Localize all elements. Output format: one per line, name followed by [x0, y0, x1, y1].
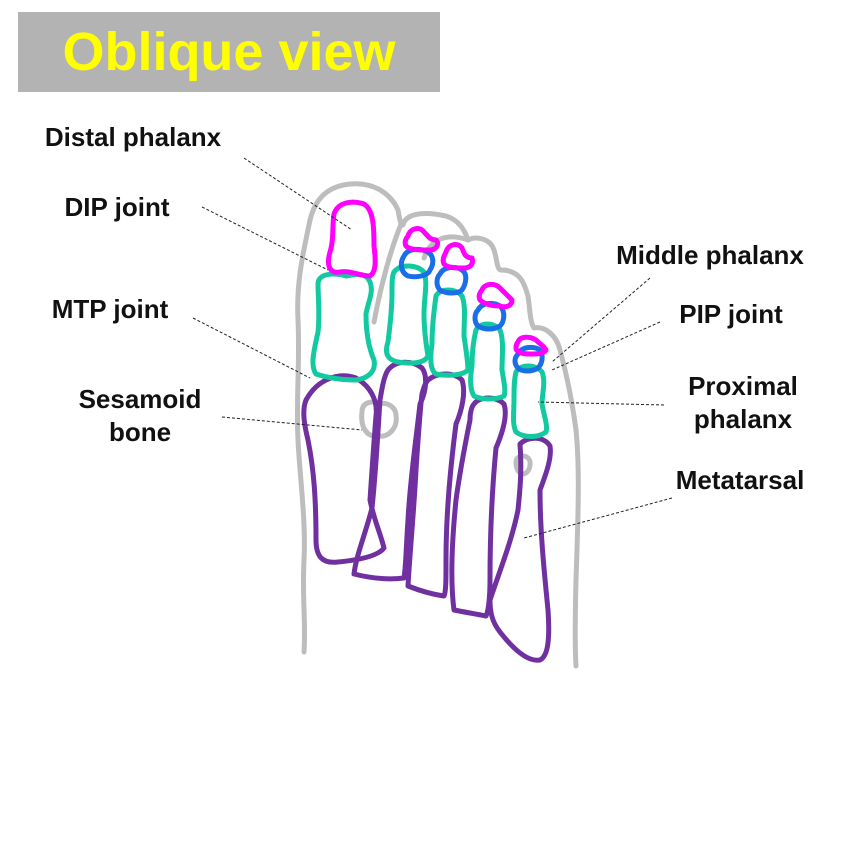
leader-pip-joint — [551, 321, 661, 371]
metatarsal-5 — [487, 435, 553, 663]
toe-gap-outline-1 — [371, 219, 405, 325]
distal-phalanx-1 — [325, 199, 378, 279]
label-metatarsal: Metatarsal — [676, 465, 805, 495]
label-distal-phalanx: Distal phalanx — [45, 122, 222, 152]
label-sesamoid-line1: Sesamoid — [79, 384, 202, 414]
label-sesamoid-line2: bone — [109, 417, 171, 447]
proximal-phalanx-2 — [383, 263, 431, 366]
leader-distal-phalanx — [243, 157, 353, 231]
label-mtp-joint: MTP joint — [52, 294, 169, 324]
proximal-phalanx-4 — [468, 321, 508, 402]
proximal-phalanx-1 — [310, 271, 377, 383]
middle-phalanx-5 — [512, 344, 545, 374]
leader-sesamoid-bone — [221, 416, 363, 431]
leader-proximal-phalanx — [537, 401, 665, 406]
proximal-phalanx-3 — [428, 287, 471, 378]
metatarsal-4 — [449, 395, 508, 619]
distal-phalanx-4 — [476, 281, 515, 310]
distal-phalanx-2 — [402, 226, 441, 253]
distal-phalanx-3 — [440, 242, 475, 271]
toe-gap-outline-2 — [421, 234, 471, 261]
label-pip-joint: PIP joint — [679, 299, 783, 329]
leader-metatarsal — [523, 497, 673, 539]
leader-mtp-joint — [192, 317, 311, 379]
leader-middle-phalanx — [551, 277, 651, 363]
title-box: Oblique view — [18, 12, 440, 92]
page-title: Oblique view — [62, 22, 396, 82]
label-proximal-line1: Proximal — [688, 371, 798, 401]
foot-skin-outline — [294, 181, 581, 669]
middle-phalanx-2 — [398, 246, 436, 280]
metatarsal-1 — [301, 373, 387, 565]
metatarsal-3 — [405, 371, 467, 599]
label-middle-phalanx: Middle phalanx — [616, 240, 804, 270]
leader-dip-joint — [201, 206, 329, 271]
proximal-phalanx-5 — [511, 363, 549, 439]
distal-phalanx-5 — [513, 334, 549, 357]
label-dip-joint: DIP joint — [65, 192, 170, 222]
label-proximal-line2: phalanx — [694, 404, 793, 434]
